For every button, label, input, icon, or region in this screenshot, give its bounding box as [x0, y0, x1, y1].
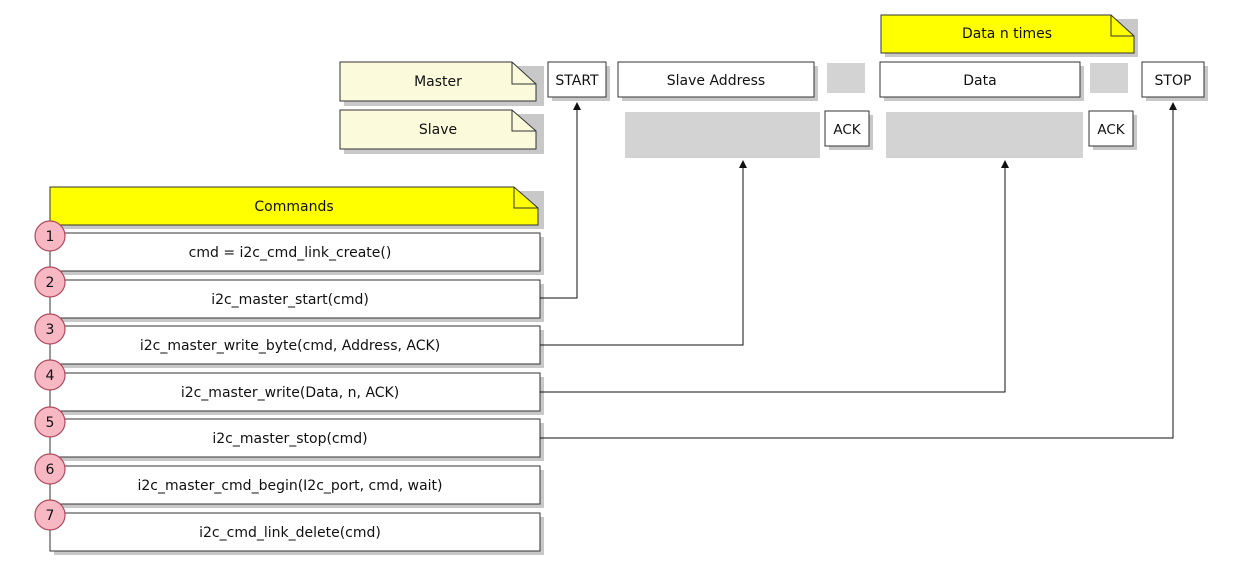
command-text: i2c_master_cmd_begin(I2c_port, cmd, wait… [137, 478, 442, 494]
commands-note: Commands [49, 186, 544, 229]
data-n-times-label: Data n times [962, 26, 1052, 42]
connector-start [540, 102, 581, 299]
data-n-times-note: Data n times [880, 14, 1138, 57]
command-row: i2c_master_cmd_begin(I2c_port, cmd, wait… [49, 465, 544, 508]
gray-gap-block [827, 63, 865, 93]
start-label: START [555, 73, 599, 89]
start-box: START [547, 61, 610, 101]
connector-slave-address [540, 160, 747, 346]
step-number: 7 [46, 508, 55, 524]
command-text: i2c_master_write(Data, n, ACK) [181, 385, 399, 401]
slave-address-label: Slave Address [667, 73, 765, 89]
gray-gap-block [1090, 63, 1128, 93]
step-badges: 1 2 3 4 5 6 7 [34, 220, 66, 531]
step-number: 2 [46, 275, 55, 291]
command-text: i2c_master_stop(cmd) [212, 431, 367, 447]
step-badge: 3 [34, 313, 66, 345]
stop-label: STOP [1155, 73, 1192, 89]
master-note-label: Master [414, 74, 462, 90]
connectors [540, 102, 1177, 439]
ack-label: ACK [1097, 122, 1125, 138]
ack-label: ACK [833, 122, 861, 138]
data-box: Data [879, 61, 1084, 101]
data-slave-block [886, 112, 1083, 158]
command-row: i2c_master_start(cmd) [49, 279, 544, 322]
step-badge: 1 [34, 220, 66, 252]
command-row: cmd = i2c_cmd_link_create() [49, 232, 544, 275]
command-row: i2c_cmd_link_delete(cmd) [49, 512, 544, 555]
command-text: i2c_master_start(cmd) [211, 292, 369, 308]
command-text: cmd = i2c_cmd_link_create() [189, 245, 392, 261]
slave-address-box: Slave Address [617, 61, 818, 101]
connector-data [540, 160, 1009, 393]
command-row: i2c_master_write(Data, n, ACK) [49, 372, 544, 415]
master-note: Master [339, 61, 544, 106]
step-badge: 4 [34, 359, 66, 391]
command-row: i2c_master_write_byte(cmd, Address, ACK) [49, 325, 544, 368]
slave-note: Slave [339, 109, 544, 154]
command-text: i2c_cmd_link_delete(cmd) [199, 525, 381, 541]
command-list: cmd = i2c_cmd_link_create() i2c_master_s… [49, 232, 544, 555]
step-number: 1 [46, 229, 55, 245]
step-number: 3 [46, 322, 55, 338]
step-badge: 5 [34, 406, 66, 438]
step-number: 5 [46, 415, 55, 431]
ack-box: ACK [824, 110, 873, 150]
ack-box: ACK [1088, 110, 1137, 150]
command-row: i2c_master_stop(cmd) [49, 418, 544, 461]
commands-note-label: Commands [254, 199, 333, 215]
slave-address-slave-block [625, 112, 820, 158]
step-badge: 6 [34, 453, 66, 485]
step-number: 4 [46, 368, 55, 384]
command-text: i2c_master_write_byte(cmd, Address, ACK) [140, 338, 440, 354]
stop-box: STOP [1141, 61, 1208, 101]
step-badge: 2 [34, 266, 66, 298]
step-badge: 7 [34, 499, 66, 531]
connector-stop [540, 102, 1177, 439]
step-number: 6 [46, 462, 55, 478]
slave-note-label: Slave [419, 122, 457, 138]
data-label: Data [963, 73, 996, 89]
